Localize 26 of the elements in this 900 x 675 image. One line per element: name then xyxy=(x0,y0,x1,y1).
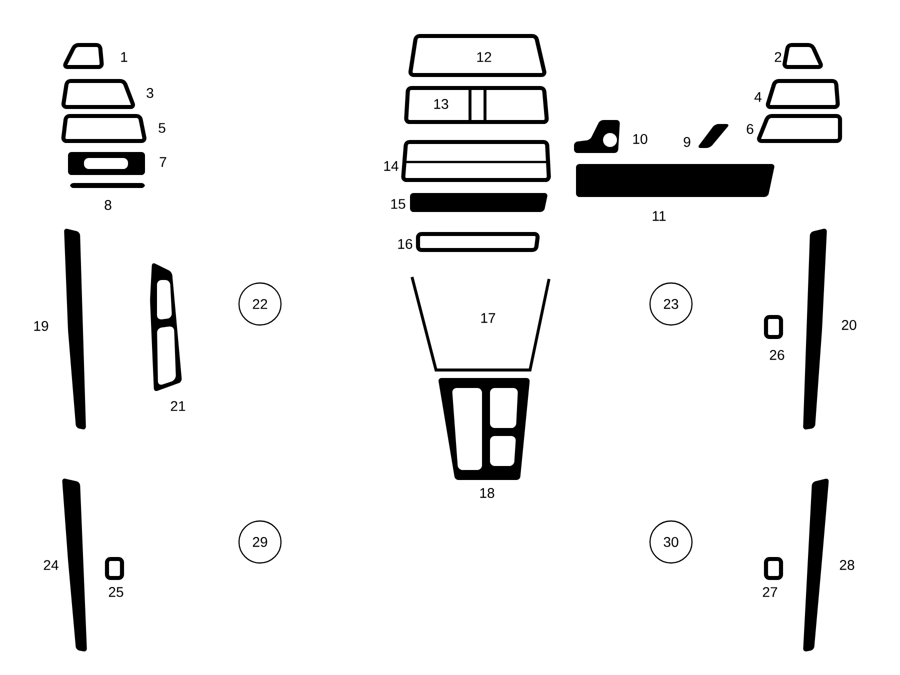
callout-number: 17 xyxy=(481,313,496,323)
callout-number: 1 xyxy=(121,52,128,62)
callout-number: 8 xyxy=(104,200,112,210)
callout-number: 13 xyxy=(434,99,448,109)
callout-number: 16 xyxy=(398,239,412,249)
callout-number: 7 xyxy=(160,157,166,167)
callout-number: 28 xyxy=(840,560,854,570)
callout-number: 25 xyxy=(108,587,124,597)
callout-number: 21 xyxy=(170,401,186,411)
callout-number: 14 xyxy=(384,161,398,171)
callout-number: 4 xyxy=(754,92,762,102)
callout-number: 3 xyxy=(146,88,154,98)
callout-number: 5 xyxy=(158,123,166,133)
callout-number: 10 xyxy=(633,134,648,144)
callout-number: 11 xyxy=(652,211,666,221)
callout-number: 20 xyxy=(842,320,856,330)
callout-number: 19 xyxy=(34,321,48,331)
callout-number: 6 xyxy=(746,124,754,134)
callout-number: 9 xyxy=(684,137,690,147)
callout-number: 18 xyxy=(480,488,494,498)
callout-number: 24 xyxy=(44,560,58,570)
callout-number: 26 xyxy=(770,350,784,360)
callout-number: 27 xyxy=(762,587,778,597)
callout-number: 12 xyxy=(477,52,492,62)
callout-number: 15 xyxy=(391,199,406,209)
callout-number: 2 xyxy=(774,52,782,62)
